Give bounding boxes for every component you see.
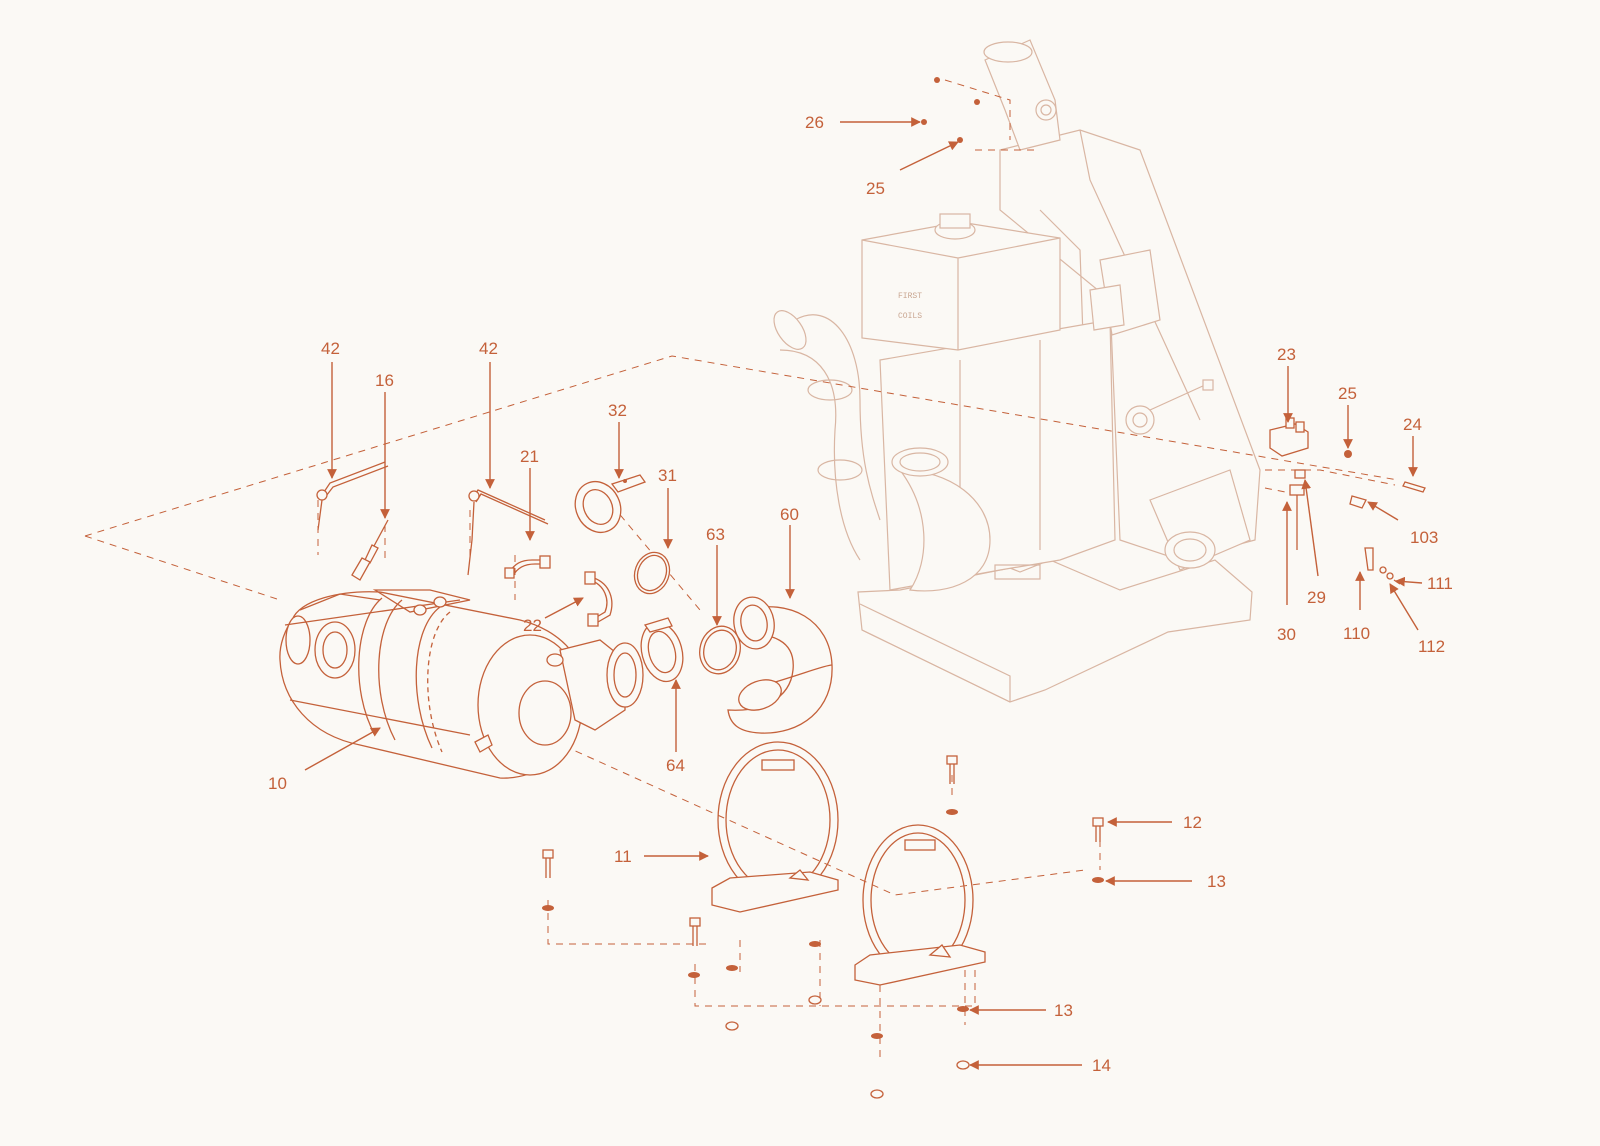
callout-32: 32 [608, 401, 627, 420]
callout-110: 110 [1343, 624, 1370, 643]
callout-labels: 42 16 42 21 32 31 22 63 60 64 10 26 25 2… [268, 113, 1453, 1075]
callout-42-right: 42 [479, 339, 498, 358]
callout-111: 111 [1427, 574, 1453, 593]
callout-leaders [304, 117, 1423, 1070]
part-11-saddle-clamp [711, 741, 839, 913]
callout-63: 63 [706, 525, 725, 544]
callout-25-top: 25 [866, 179, 885, 198]
callout-25-right: 25 [1338, 384, 1357, 403]
callout-24: 24 [1403, 415, 1422, 434]
part-21-22-tubes [504, 555, 613, 627]
callout-23: 23 [1277, 345, 1296, 364]
part-10-catalyst [279, 589, 644, 779]
callout-29: 29 [1307, 588, 1326, 607]
right-small-parts [1269, 417, 1426, 585]
callout-42-left: 42 [321, 339, 340, 358]
callout-26: 26 [805, 113, 824, 132]
callout-13-bottom: 13 [1054, 1001, 1073, 1020]
callout-103: 103 [1410, 528, 1438, 547]
engine-frame-assembly: FIRST COILS [773, 39, 1261, 703]
callout-10: 10 [268, 774, 287, 793]
part-32-clamp [574, 474, 647, 533]
part-63-gasket [699, 625, 741, 675]
part-60-elbow [727, 596, 833, 734]
part-31-gasket [633, 551, 671, 595]
part-64-clamp [640, 617, 684, 683]
callout-31: 31 [658, 466, 677, 485]
callout-30: 30 [1277, 625, 1296, 644]
callout-16: 16 [375, 371, 394, 390]
tank-label-line-1: FIRST [898, 292, 922, 301]
callout-14: 14 [1092, 1056, 1111, 1075]
callout-112: 112 [1418, 637, 1445, 656]
tank-label-line-2: COILS [898, 312, 922, 321]
part-42-16-sensors [316, 461, 549, 581]
part-11-saddle-clamp-right [854, 824, 986, 986]
callout-60: 60 [780, 505, 799, 524]
callout-22: 22 [523, 616, 542, 635]
callout-12: 12 [1183, 813, 1202, 832]
callout-64: 64 [666, 756, 685, 775]
callout-21: 21 [520, 447, 539, 466]
callout-11: 11 [614, 847, 632, 866]
callout-13-top: 13 [1207, 872, 1226, 891]
